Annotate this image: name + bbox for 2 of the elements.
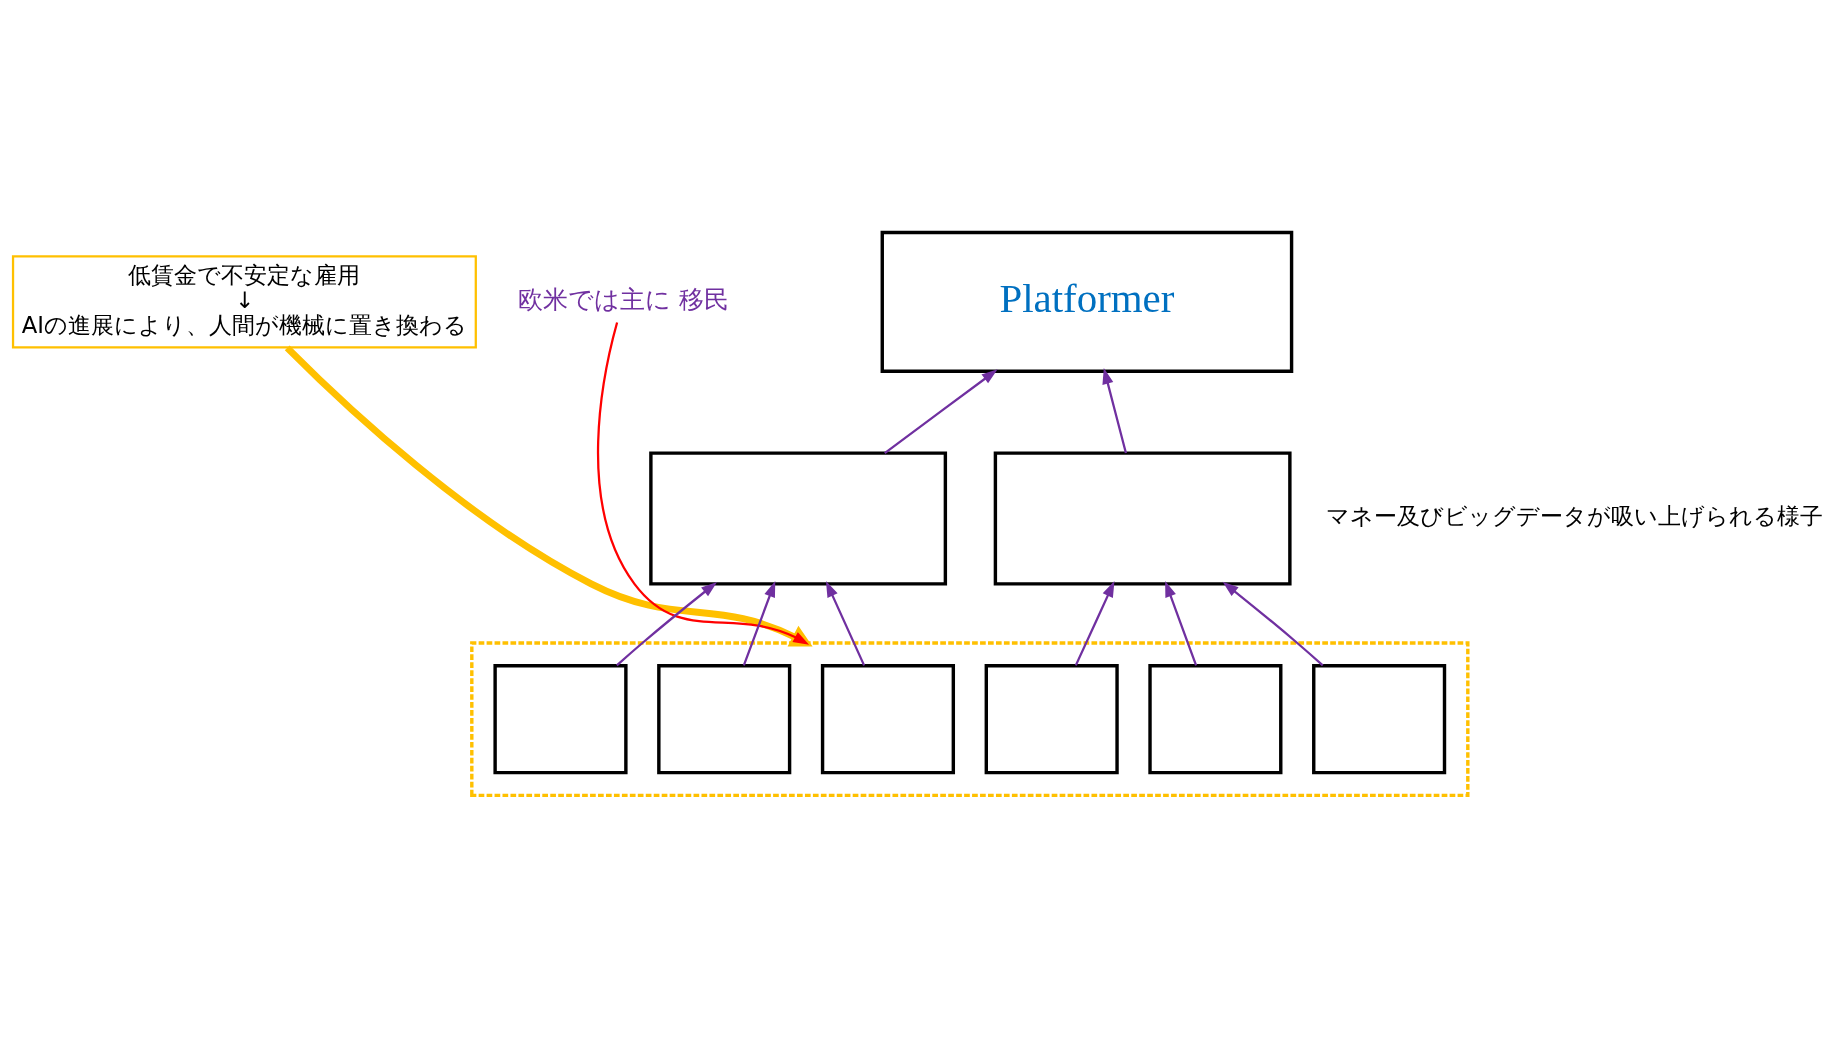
label: マネー及びビッグデータが吸い上げられる様子: [1326, 503, 1824, 530]
node-text: 欧米では主に 移民: [517, 285, 729, 315]
